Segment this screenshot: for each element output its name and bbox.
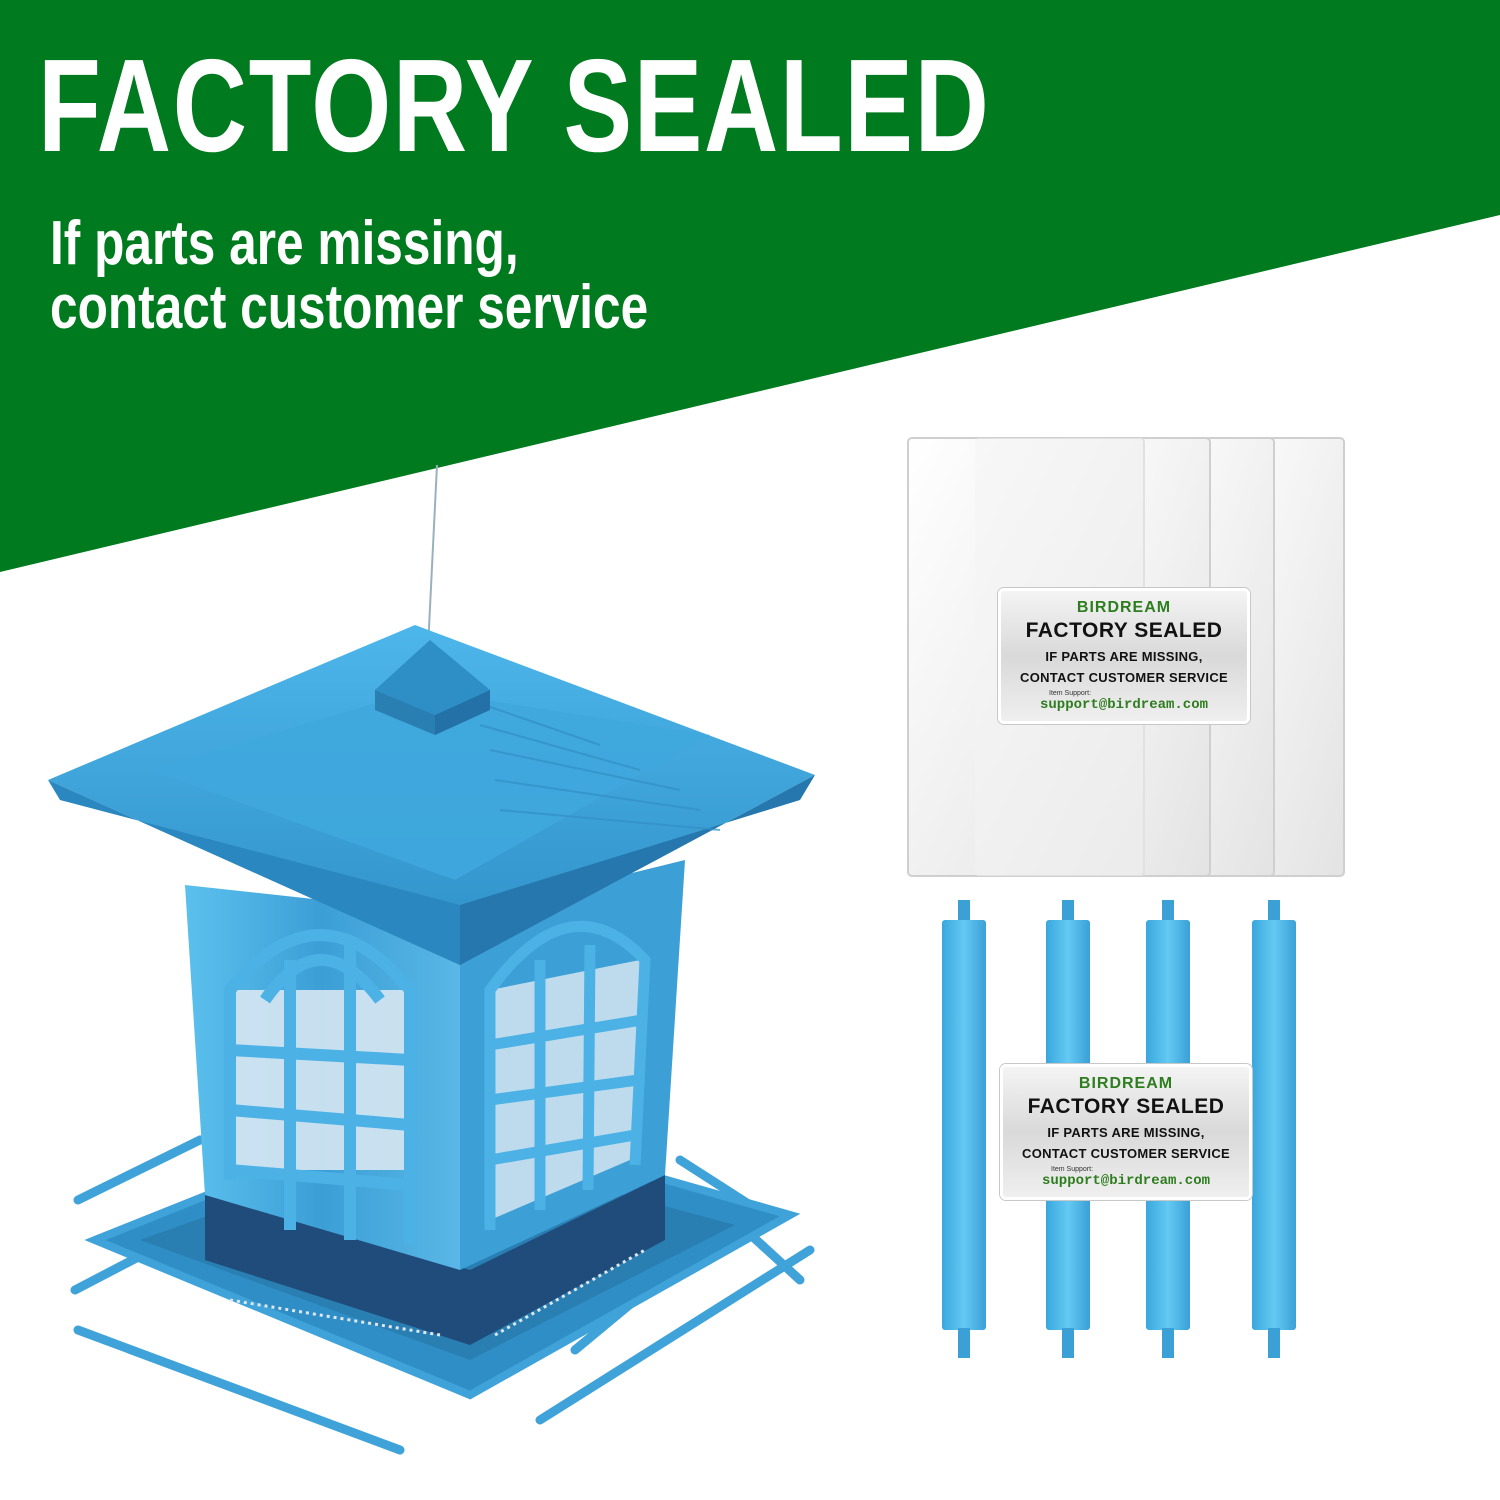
sticker-support-label: Item Support: — [1049, 690, 1092, 697]
sticker-brand: BIRDREAM — [1078, 1075, 1174, 1092]
bird-feeder-icon — [48, 464, 815, 1455]
sticker-line-1: IF PARTS ARE MISSING, — [1045, 649, 1203, 664]
subline: If parts are missing, contact customer s… — [50, 212, 648, 340]
sticker-line-2: CONTACT CUSTOMER SERVICE — [1022, 1146, 1230, 1161]
sticker-title: FACTORY SEALED — [1025, 619, 1223, 642]
sticker-email: support@birdream.com — [1041, 1173, 1211, 1189]
sticker-brand: BIRDREAM — [1076, 599, 1172, 616]
sticker-support-label: Item Support: — [1051, 1166, 1094, 1173]
headline: FACTORY SEALED — [38, 32, 991, 179]
sticker-email: support@birdream.com — [1039, 697, 1209, 713]
subline-line-2: contact customer service — [50, 273, 649, 342]
sticker-line-2: CONTACT CUSTOMER SERVICE — [1020, 670, 1228, 685]
sticker-title: FACTORY SEALED — [1027, 1095, 1225, 1118]
subline-line-1: If parts are missing, — [50, 209, 519, 278]
blue-rods — [942, 900, 1296, 1358]
sealed-sticker: BIRDREAM FACTORY SEALED IF PARTS ARE MIS… — [1000, 1064, 1252, 1200]
sealed-sticker: BIRDREAM FACTORY SEALED IF PARTS ARE MIS… — [998, 588, 1250, 724]
sticker-line-1: IF PARTS ARE MISSING, — [1047, 1125, 1205, 1140]
